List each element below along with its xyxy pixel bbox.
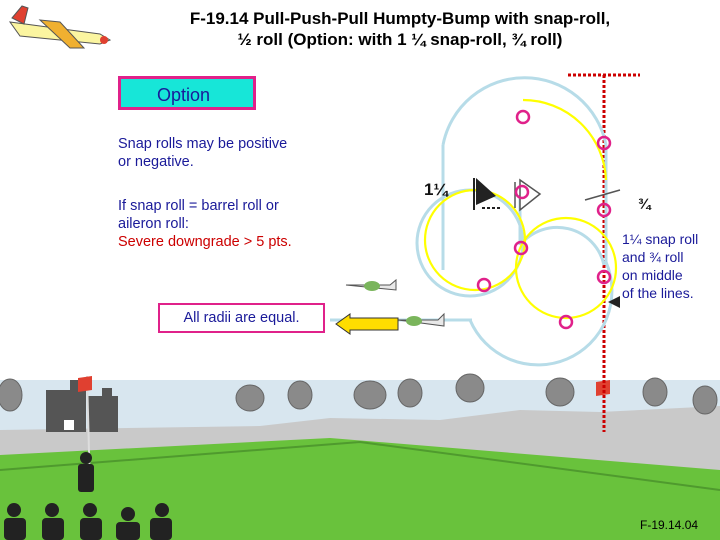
marker	[596, 202, 612, 218]
note-line: 1¼ snap roll	[622, 231, 699, 247]
middle-lines-note: 1¼ snap roll and ¾ roll on middle of the…	[622, 230, 698, 302]
note-line: or negative.	[118, 154, 194, 170]
note-line: aileron roll:	[118, 216, 189, 232]
aerobatic-plane-logo	[8, 5, 112, 49]
marker	[515, 109, 531, 125]
leader-line	[584, 189, 621, 201]
tree-row	[0, 373, 718, 415]
marker	[513, 240, 529, 256]
marker	[596, 135, 612, 151]
marker	[596, 269, 612, 285]
figure-reference: F-19.14.04	[640, 518, 699, 532]
downgrade-warning: Severe downgrade > 5 pts.	[118, 234, 292, 250]
equal-radii-note: All radii are equal.	[158, 303, 325, 333]
direction-arrow-icon	[608, 296, 620, 308]
note-line: of the lines.	[622, 285, 694, 301]
snap-roll-symbol	[473, 178, 500, 210]
judge-line	[568, 73, 640, 432]
path-markers	[476, 109, 612, 330]
note-line: If snap roll = barrel roll or	[118, 198, 279, 214]
plane-icon	[397, 312, 445, 327]
title-line-2: ½ roll (Option: with 1 ¼ snap-roll, ¾ ro…	[237, 30, 563, 49]
grass-field	[0, 438, 720, 540]
note-line: on middle	[622, 267, 683, 283]
judges-silhouette	[4, 452, 172, 540]
snap-roll-label: 1¼	[424, 180, 448, 199]
marker	[476, 277, 492, 293]
option-box: Option	[118, 76, 256, 110]
snap-sign-note: Snap rolls may be positive or negative.	[118, 135, 287, 171]
page-title: F-19.14 Pull-Push-Pull Humpty-Bump with …	[120, 8, 680, 50]
three-quarter-roll-label: ¾	[638, 196, 651, 213]
castle-silhouette	[46, 380, 118, 432]
plane-icon	[345, 278, 397, 291]
note-line: and ¾ roll	[622, 249, 684, 265]
barrel-roll-note: If snap roll = barrel roll or aileron ro…	[118, 197, 292, 251]
marker	[514, 184, 530, 200]
option-label: Option	[157, 85, 211, 105]
marker	[558, 314, 574, 330]
field-edge	[0, 440, 720, 491]
note-line: Snap rolls may be positive	[118, 136, 288, 152]
title-line-1: F-19.14 Pull-Push-Pull Humpty-Bump with …	[189, 9, 611, 28]
entry-arrow-icon	[335, 313, 399, 335]
